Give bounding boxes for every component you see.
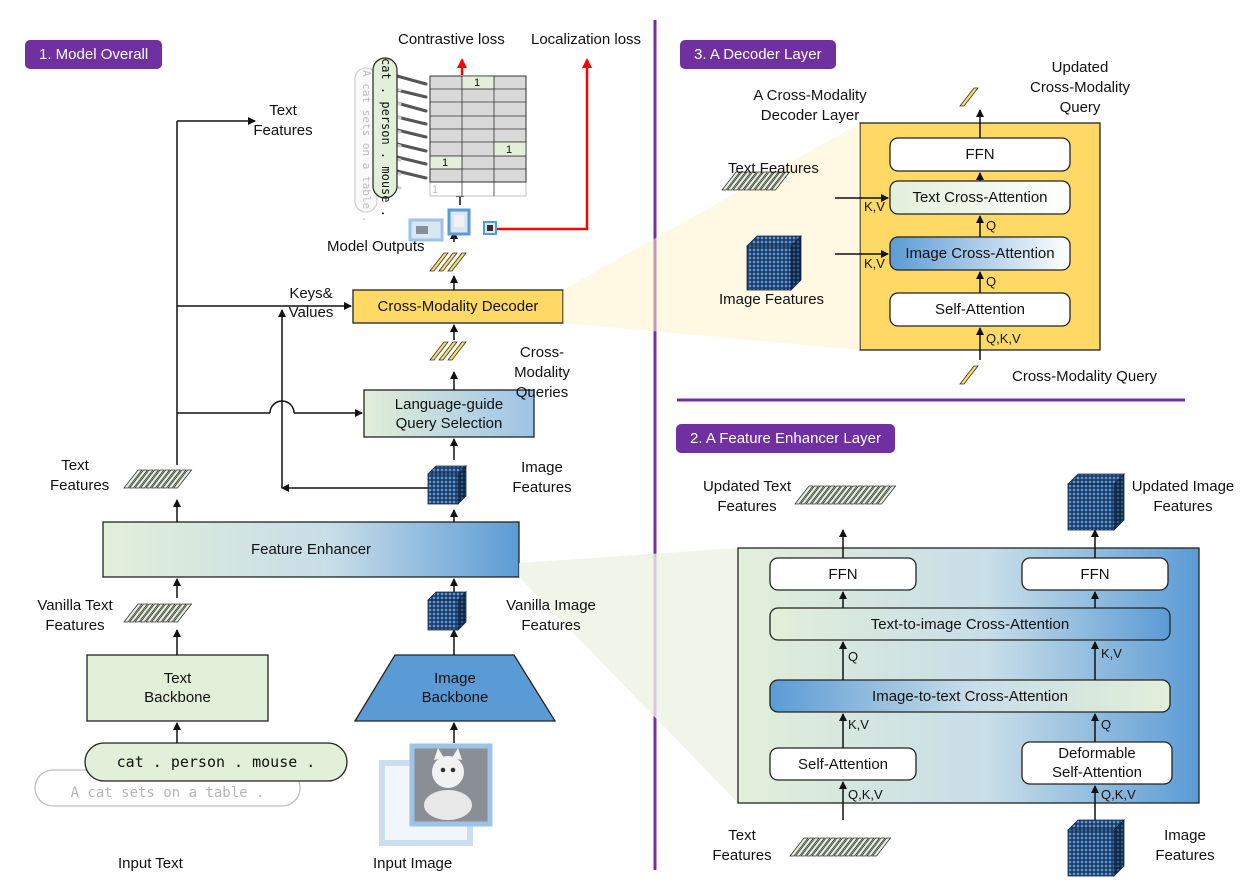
matrix-cell-one: 1 [432, 184, 439, 196]
text-cross-attention: Text Cross-Attention [912, 189, 1048, 206]
query-selection-box [363, 389, 535, 438]
input-image-label: Input Image [373, 855, 453, 872]
cross-modality-decoder: Cross-Modality Decoder [377, 298, 539, 315]
similarity-matrix [354, 57, 527, 213]
vanilla-text-feature-stripes [123, 603, 193, 623]
kv-label: K,V [864, 256, 885, 271]
updated-text-feature-stripes [794, 485, 897, 505]
updated-query-label: Updated Cross-Modality Query [1029, 59, 1131, 116]
cross-modality-query-label: Cross-Modality Query [1012, 368, 1158, 385]
image-cross-attention: Image Cross-Attention [905, 245, 1055, 262]
updated-image-feature-cube [1067, 473, 1125, 531]
model-output-boxes [408, 208, 497, 242]
qkv-label: Q,K,V [1101, 787, 1136, 802]
contrastive-loss-label: Contrastive loss [398, 31, 505, 48]
enhancer-self-attention: Self-Attention [797, 755, 889, 773]
feature-enhancer-box [102, 521, 520, 578]
image-feature-cube [427, 465, 467, 505]
image-backbone-box [353, 654, 557, 722]
enhancer-image-feature-cube [1067, 819, 1125, 877]
section-header-decoder-layer: 3. A Decoder Layer [680, 40, 836, 69]
matrix-cell-one: 1 [474, 77, 481, 89]
feature-enhancer: Feature Enhancer [250, 541, 372, 558]
decoder-layer-title: A Cross-Modality Decoder Layer [753, 87, 867, 124]
decoder-zoom-fan [563, 123, 860, 350]
input-text-label: Input Text [118, 855, 183, 872]
section-header-feature-enhancer-layer: 2. A Feature Enhancer Layer [676, 424, 895, 453]
kv-label: K,V [848, 717, 869, 732]
query-stripes [429, 341, 467, 361]
updated-image-features-label: Updated Image Features [1131, 478, 1235, 515]
decoder-self-attention: Self-Attention [934, 301, 1026, 318]
q-label: Q [1101, 717, 1112, 732]
loss-arrows [457, 58, 592, 231]
rotated-prompt-main: cat . person . mouse . [379, 58, 393, 217]
decoder-text-feature-stripes [721, 171, 791, 191]
prompt-alt-text: A cat sets on a table . [70, 784, 265, 801]
localization-loss-label: Localization loss [531, 31, 642, 48]
decoder-text-features-label: Text Features [728, 160, 819, 177]
updated-query-stripe [959, 87, 979, 107]
feature-stripe-glyphs [123, 87, 979, 857]
q-label: Q [986, 218, 997, 233]
cross-modality-queries-label: Cross-Modality Queries [514, 344, 570, 401]
keys-values-label: Keys& Values [288, 285, 334, 321]
image-backbone: Image Backbone [421, 670, 489, 706]
updated-text-features-label: Updated Text Features [702, 478, 792, 515]
model-outputs-label: Model Outputs [327, 238, 425, 255]
left-arrows [173, 117, 464, 743]
deformable-self-attention: Deformable Self-Attention [1051, 745, 1143, 781]
vanilla-image-features-label: Vanilla Image Features [506, 597, 596, 634]
prompt-main-pill [84, 742, 348, 782]
cross-modality-decoder-box [352, 289, 564, 324]
vanilla-image-feature-cube [427, 591, 467, 631]
image-to-text-cross-attention: Image-to-text Cross-Attention [872, 687, 1068, 705]
enhancer-zoom-fan [519, 548, 738, 803]
feature-cube-glyphs [427, 235, 1125, 877]
cat-head [432, 756, 464, 788]
rotated-prompt-alt: A cat sets on a table . [360, 70, 373, 223]
q-label: Q [986, 274, 997, 289]
vanilla-text-features-label: Vanilla Text Features [37, 597, 113, 634]
decoder-image-features-label: Image Features [719, 291, 825, 308]
matrix-cell-one: 1 [442, 157, 449, 169]
enhancer-arrows [839, 529, 1099, 820]
enhancer-text-feature-stripes [789, 837, 892, 857]
decoder-ffn: FFN [965, 146, 995, 163]
matrix-cell-one: 1 [506, 144, 513, 156]
enhancer-image-features-label: Image Features [1155, 827, 1215, 864]
input-query-stripe [959, 365, 979, 385]
decoder-arrows [835, 109, 984, 360]
text-to-image-cross-attention: Text-to-image Cross-Attention [870, 615, 1070, 633]
image-features-label: Image Features [512, 459, 572, 496]
prompt-main-text: cat . person . mouse . [116, 752, 316, 771]
text-backbone: Text Backbone [144, 670, 211, 706]
text-features-top-label: Text Features [253, 102, 313, 139]
decoder-image-feature-cube [746, 235, 802, 291]
qkv-label: Q,K,V [986, 331, 1021, 346]
enhancer-ffn-text: FFN [828, 565, 858, 583]
qkv-label: Q,K,V [848, 787, 883, 802]
q-label: Q [848, 649, 859, 664]
enhancer-text-features-label: Text Features [712, 827, 772, 864]
kv-label: K,V [864, 199, 885, 214]
text-feature-stripes [123, 469, 193, 489]
text-features-label: Text Features [50, 457, 110, 494]
language-guide-query-selection: Language-guide Query Selection [394, 395, 504, 432]
enhancer-ffn-image: FFN [1080, 565, 1110, 583]
kv-label: K,V [1101, 646, 1122, 661]
section-header-model-overall: 1. Model Overall [25, 40, 163, 69]
output-query-stripes [429, 252, 467, 272]
